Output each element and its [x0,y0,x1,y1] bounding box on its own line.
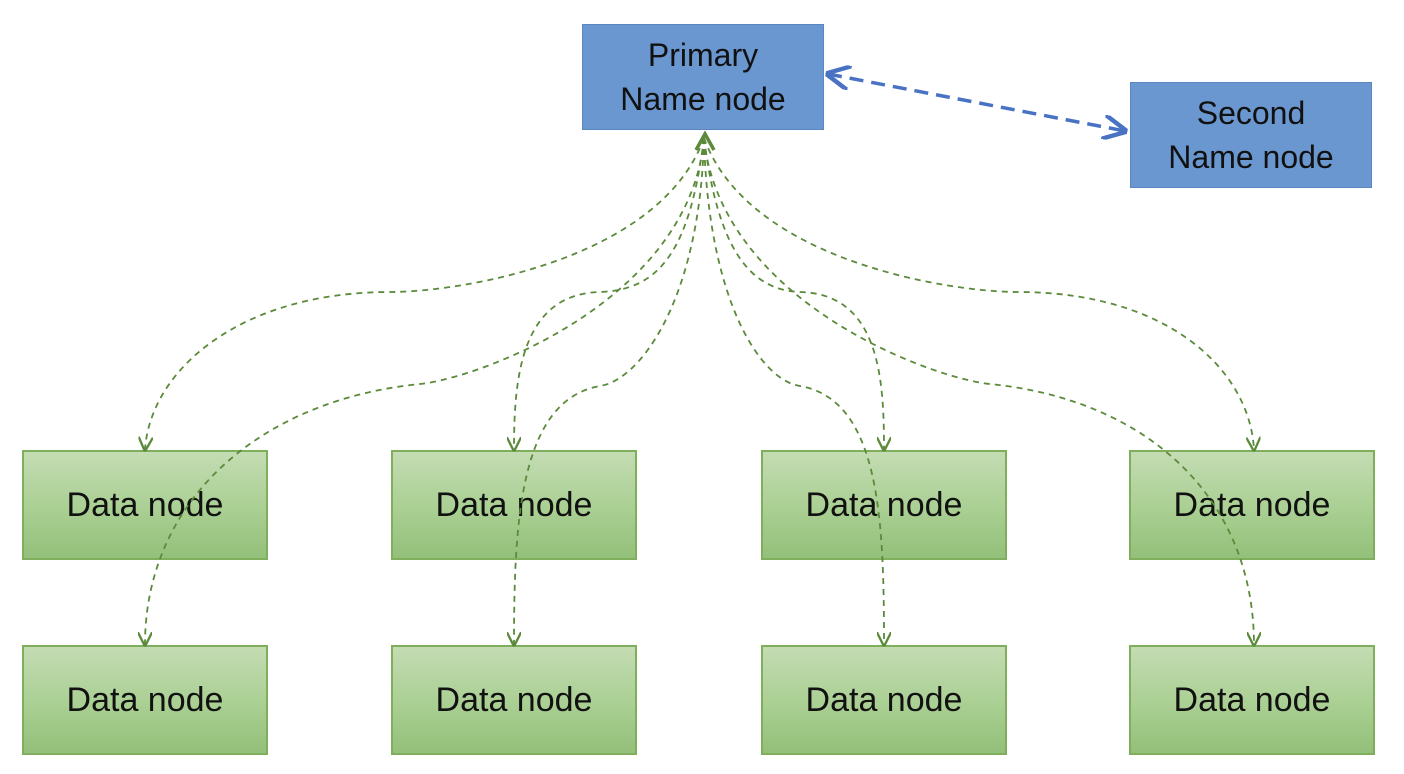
data-node-1: Data node [22,450,268,560]
data-node-3: Data node [761,450,1007,560]
secondary-name-node: Second Name node [1130,82,1372,188]
link-to-data-node-8 [703,137,1254,645]
primary-name-node-line1: Primary [647,37,759,73]
link-to-data-node-5 [145,137,705,645]
primary-name-node: Primary Name node [582,24,824,130]
name-node-link-arrow [828,74,1125,131]
data-node-2: Data node [391,450,637,560]
secondary-name-node-line1: Second [1196,95,1306,131]
link-to-data-node-1 [145,137,705,450]
link-to-data-node-6 [514,137,705,645]
link-to-data-node-2 [514,137,705,450]
primary-name-node-line2: Name node [620,81,786,117]
data-node-5: Data node [22,645,268,755]
data-node-7: Data node [761,645,1007,755]
secondary-name-node-line2: Name node [1168,139,1334,175]
link-to-data-node-3 [703,137,884,450]
primary-inbound-arrowhead [694,130,716,151]
data-node-8: Data node [1129,645,1375,755]
link-to-data-node-7 [703,137,884,645]
data-node-4: Data node [1129,450,1375,560]
data-node-6: Data node [391,645,637,755]
